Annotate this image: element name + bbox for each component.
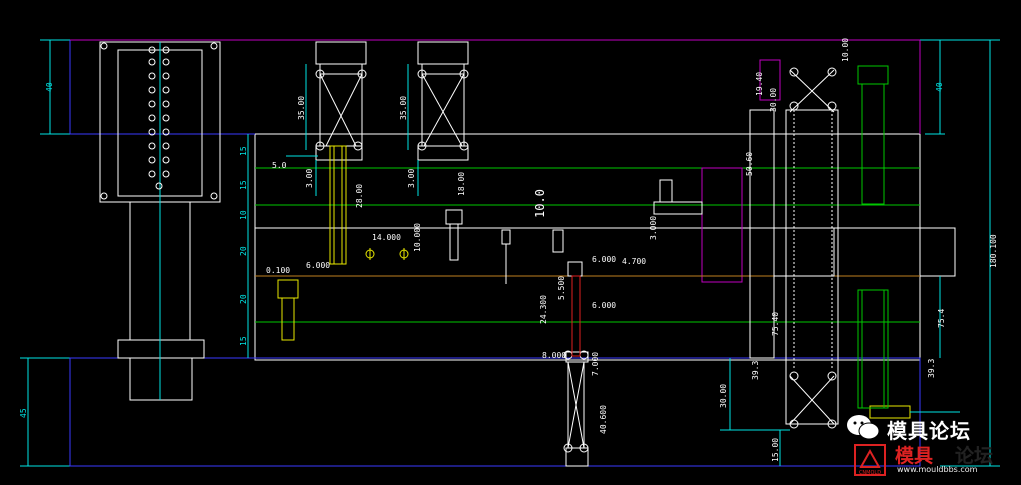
watermark-url: www.mouldbbs.com — [897, 465, 978, 474]
extension-lines — [20, 39, 1000, 467]
dim-10big: 10.0 — [533, 189, 547, 218]
dim-r10: 10.00 — [841, 38, 850, 62]
dim-3000: 3.000 — [649, 216, 658, 240]
dim-r40: 40 — [935, 82, 944, 92]
dim-r30b: 30.00 — [719, 384, 728, 408]
dim-5500: 5.500 — [557, 276, 566, 300]
top-clamp-line — [70, 39, 921, 283]
support-pillar — [749, 67, 839, 429]
dim-40600: 40.600 — [599, 405, 608, 434]
dim-left-40: 40 — [45, 82, 54, 92]
ejector-assembly-left — [315, 41, 367, 161]
dim-8: 8.000 — [542, 351, 566, 360]
forum-watermark: 模具论坛 CNMOLD 模具 论坛 www.mouldbbs.com — [843, 407, 1003, 479]
dim-5: 5.0 — [272, 161, 287, 170]
dim-35a: 35.00 — [297, 96, 306, 120]
dim-left-20a: 20 — [239, 246, 248, 256]
cooling-holes — [100, 42, 218, 200]
dim-18: 18.00 — [457, 172, 466, 196]
wechat-icon — [847, 415, 880, 440]
dim-10: 10.000 — [413, 223, 422, 252]
dim-6c: 6.000 — [592, 301, 616, 310]
dim-6a: 6.000 — [306, 261, 330, 270]
dim-r39b: 39.3 — [927, 359, 936, 378]
dim-28: 28.00 — [355, 184, 364, 208]
dim-r180: 180.100 — [989, 234, 998, 268]
dim-r30a: 30.00 — [769, 88, 778, 112]
dim-r75a: 75.40 — [771, 312, 780, 336]
watermark-sub-b: 论坛 — [955, 445, 994, 467]
dim-left-10: 10 — [239, 210, 248, 220]
core-pins — [277, 145, 911, 419]
cnmold-logo-icon: CNMOLD — [854, 444, 886, 476]
dim-3b: 3.00 — [407, 169, 416, 188]
dim-7: 7.000 — [591, 352, 600, 376]
white-pins — [445, 179, 703, 467]
right-dimension-lines — [720, 40, 991, 466]
dim-r75b: 75.4 — [937, 309, 946, 328]
dim-left-15c: 15 — [239, 336, 248, 346]
dim-r39a: 39.3 — [751, 361, 760, 380]
dim-left-15b: 15 — [239, 180, 248, 190]
stripper-plate-lines — [255, 167, 920, 323]
guide-pin-green — [857, 65, 889, 409]
dim-6b: 6.000 — [592, 255, 616, 264]
svg-text:CNMOLD: CNMOLD — [859, 470, 881, 476]
dim-3a: 3.00 — [305, 169, 314, 188]
ejector-assembly-right — [417, 41, 469, 161]
dimension-labels: 40 15 15 10 20 20 15 45 0.100 5.0 35.00 … — [19, 38, 998, 462]
left-dimension-column — [27, 40, 249, 466]
dim-35b: 35.00 — [399, 96, 408, 120]
red-guide — [571, 275, 581, 357]
sprue-bushing — [99, 41, 221, 401]
watermark-title: 模具论坛 — [887, 419, 971, 443]
dim-0100: 0.100 — [266, 266, 290, 275]
dim-24300: 24.300 — [539, 295, 548, 324]
dim-left-15a: 15 — [239, 146, 248, 156]
dim-r19: 19.40 — [755, 72, 764, 96]
gate-markers — [365, 248, 409, 260]
ejector-dims — [286, 64, 419, 196]
dim-14: 14.000 — [372, 233, 401, 242]
dim-left-20b: 20 — [239, 294, 248, 304]
dim-r15: 15.00 — [771, 438, 780, 462]
watermark-sub-a: 模具 — [895, 445, 934, 467]
dim-r50: 50.60 — [745, 152, 754, 176]
base-plates — [69, 40, 921, 467]
dim-4700: 4.700 — [622, 257, 646, 266]
dim-left-45: 45 — [19, 408, 28, 418]
